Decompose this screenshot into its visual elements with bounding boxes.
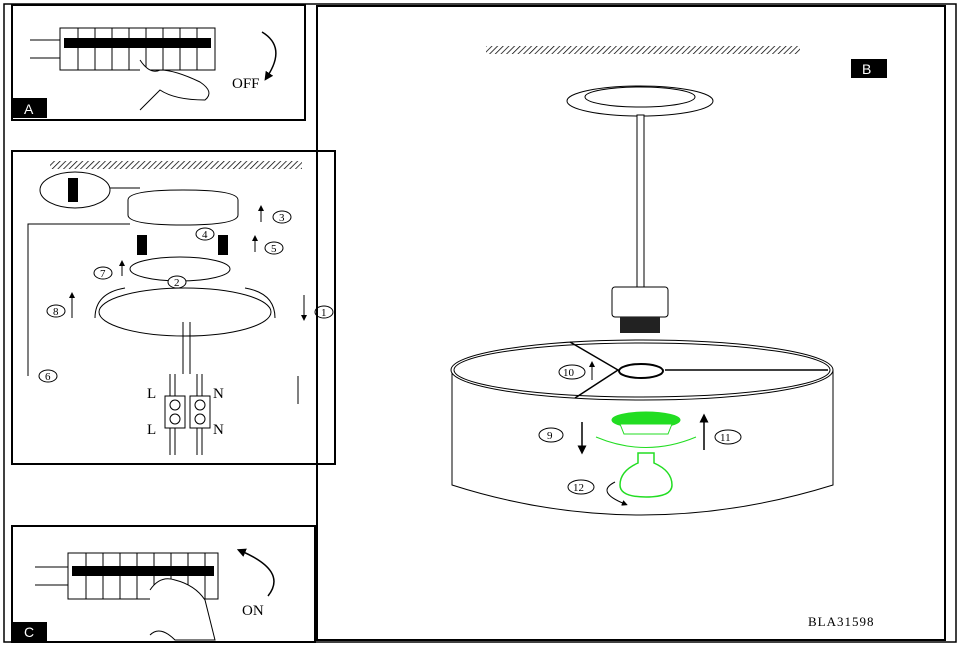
step-10: 10 xyxy=(563,367,575,379)
off-label: OFF xyxy=(232,76,260,92)
panel-a-tag-label: A xyxy=(24,101,34,117)
arrow-on-icon xyxy=(236,548,275,597)
step-6: 6 xyxy=(45,371,51,383)
outer-frame xyxy=(3,3,957,643)
terminal-l-bottom: L xyxy=(147,422,156,438)
panel-a-tag xyxy=(13,98,47,118)
step-2: 2 xyxy=(174,277,180,289)
ceiling-hatch xyxy=(486,46,800,54)
lamp-holder xyxy=(611,286,669,318)
panel-b: B 9 10 11 12 BLA31598 xyxy=(316,5,946,641)
bulb-icon xyxy=(619,452,673,498)
step-3: 3 xyxy=(279,212,285,224)
step-5: 5 xyxy=(271,243,277,255)
step-1: 1 xyxy=(321,307,327,319)
panel-b-tag xyxy=(851,59,887,78)
lamp-shade xyxy=(450,339,834,516)
panel-a: OFF A xyxy=(11,4,306,121)
panel-c: ON C xyxy=(11,525,316,643)
breaker-panel-icon xyxy=(35,552,219,641)
ceiling-hatch xyxy=(50,161,302,169)
holder-thread xyxy=(620,317,660,333)
panel-b-tag-label: B xyxy=(862,61,871,77)
step-markers: 1 2 3 4 5 6 7 8 xyxy=(38,205,334,383)
step-8: 8 xyxy=(53,306,59,318)
canopy-cover xyxy=(98,287,272,337)
terminal-n-bottom: N xyxy=(213,422,224,438)
step-12: 12 xyxy=(573,482,584,494)
product-code: BLA31598 xyxy=(808,614,875,629)
step-7: 7 xyxy=(100,268,106,280)
arrow-off-icon xyxy=(261,31,277,81)
terminal-l-top: L xyxy=(147,386,156,402)
shade-ring-green xyxy=(595,411,697,448)
step-4: 4 xyxy=(202,229,208,241)
panel-mounting: L N L N 1 2 3 4 5 6 7 8 xyxy=(11,150,336,465)
terminal-block xyxy=(164,374,211,455)
step-11: 11 xyxy=(720,432,731,444)
panel-c-tag xyxy=(13,622,47,641)
suspension-cable xyxy=(636,114,645,288)
panel-c-tag-label: C xyxy=(24,624,34,640)
on-label: ON xyxy=(242,603,264,619)
breaker-panel-icon xyxy=(30,27,216,111)
terminal-n-top: N xyxy=(213,386,224,402)
ceiling-canopy xyxy=(127,189,239,226)
step-9: 9 xyxy=(547,430,553,442)
